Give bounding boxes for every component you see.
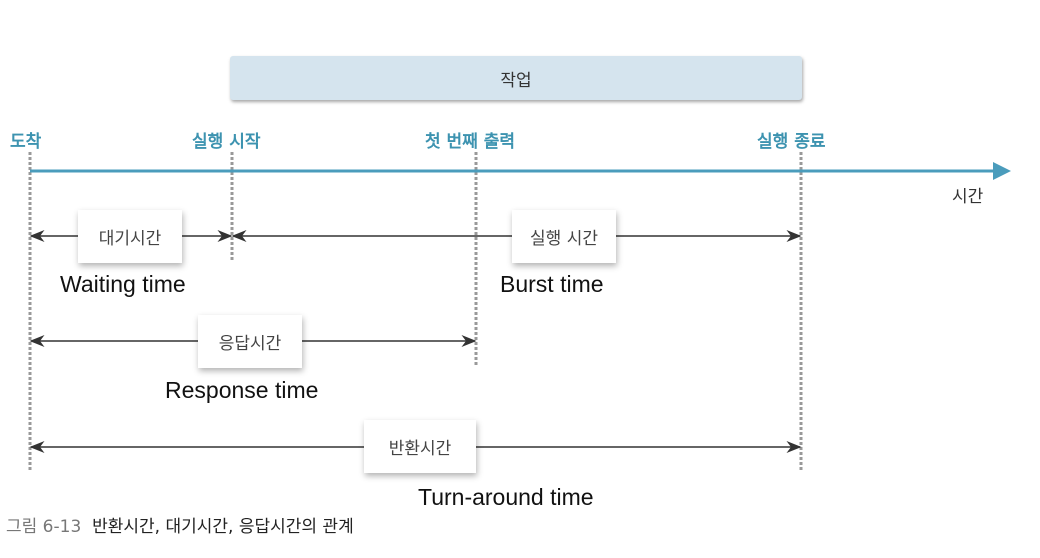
job-box: 작업 [230,56,802,100]
response-time-label-en: Response time [165,377,319,403]
turnaround-time-label-ko: 반환시간 [388,439,452,459]
figure-caption: 그림 6-13 반환시간, 대기시간, 응답시간의 관계 [6,512,354,537]
response-time-label-ko: 응답시간 [218,334,282,354]
turnaround-time-box: 반환시간 [364,420,476,473]
turnaround-time-label-en: Turn-around time [418,484,594,510]
response-time-box: 응답시간 [198,315,302,368]
marker-arrival: 도착 [10,132,42,152]
burst-time-label-ko: 실행 시간 [530,229,598,249]
job-label: 작업 [500,70,532,91]
waiting-time-label-ko: 대기시간 [98,229,162,249]
marker-first-output: 첫 번째 출력 [425,132,516,152]
burst-time-box: 실행 시간 [512,210,616,263]
burst-time-label-en: Burst time [500,271,604,297]
waiting-time-box: 대기시간 [78,210,182,263]
time-axis-arrowhead [993,162,1011,180]
marker-execution-start: 실행 시작 [192,132,261,152]
figure-number: 그림 6-13 [6,517,82,537]
waiting-time-label-en: Waiting time [60,271,186,297]
time-axis-label: 시간 [952,187,984,207]
marker-execution-end: 실행 종료 [757,132,826,152]
figure-caption-text: 반환시간, 대기시간, 응답시간의 관계 [92,517,354,537]
